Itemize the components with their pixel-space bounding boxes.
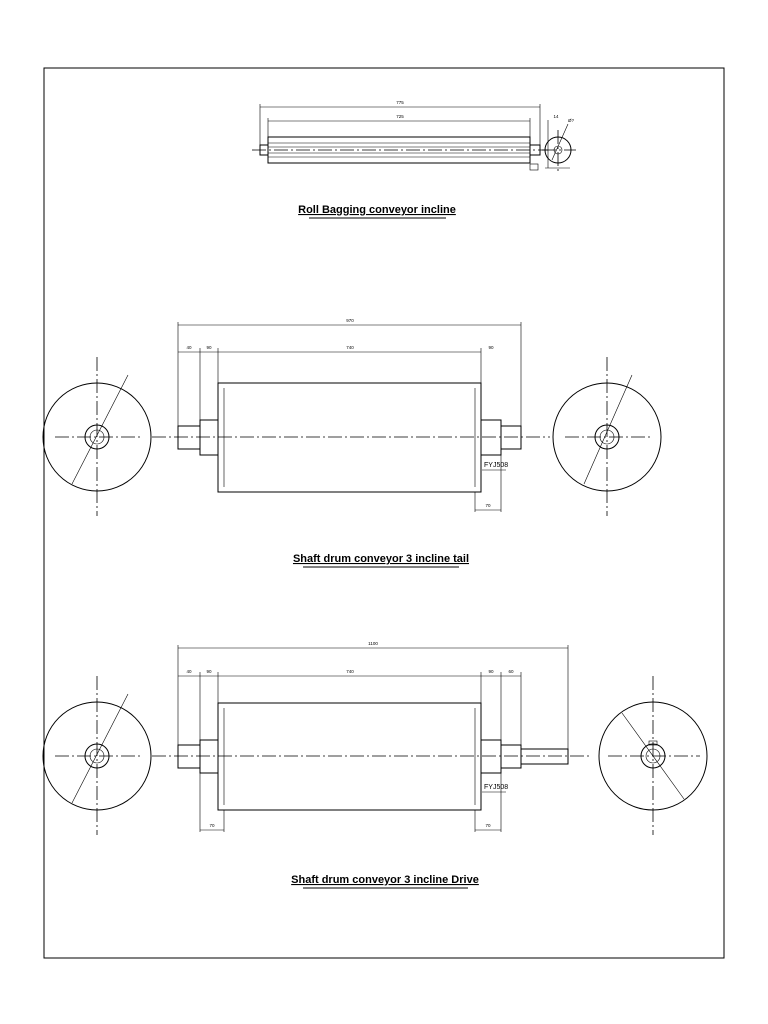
drive-dim-left-step: 90 bbox=[206, 669, 212, 674]
roll-title: Roll Bagging conveyor incline bbox=[298, 204, 456, 216]
tail-shaft-step-right bbox=[480, 419, 502, 456]
drive-dim-bottom-right: 70 bbox=[485, 823, 491, 828]
drive-dim-left-end: 40 bbox=[186, 669, 192, 674]
tail-dim-bottom: 70 bbox=[485, 503, 491, 508]
tail-dim-left-step: 90 bbox=[206, 345, 212, 350]
drive-dim-body: 740 bbox=[346, 669, 354, 674]
roll-dim-body: 725 bbox=[396, 114, 404, 119]
drive-bearing-label: FYJ508 bbox=[484, 784, 508, 791]
tail-dim-overall: 970 bbox=[346, 318, 354, 323]
roll-dim-overall: 775 bbox=[396, 100, 404, 105]
roll-dim-dia: Ø? bbox=[568, 118, 575, 123]
sheet-border bbox=[43, 67, 725, 959]
drive-dim-right-end: 60 bbox=[508, 669, 514, 674]
drive-shaft-end-left bbox=[177, 744, 201, 769]
tail-dim-right-step: 90 bbox=[488, 345, 494, 350]
tail-shaft-end-left bbox=[177, 425, 201, 450]
drive-shaft-extension bbox=[520, 748, 569, 765]
roll-dim-shaft: 14 bbox=[553, 114, 559, 119]
tail-title: Shaft drum conveyor 3 incline tail bbox=[293, 553, 469, 565]
drive-drum-body bbox=[217, 702, 482, 811]
tail-dim-body: 740 bbox=[346, 345, 354, 350]
drive-dim-bottom-left: 70 bbox=[209, 823, 215, 828]
roll-view: 775 725 14 Ø? bbox=[252, 100, 576, 172]
drive-shaft-step-left bbox=[199, 739, 219, 774]
drive-dim-right-step: 90 bbox=[488, 669, 494, 674]
tail-drum-body bbox=[217, 382, 482, 493]
drive-view: 1100 40 90 740 90 60 70 70 FYJ508 bbox=[42, 641, 708, 835]
tail-bearing-label: FYJ508 bbox=[484, 462, 508, 469]
drive-shaft-end-right bbox=[500, 744, 522, 769]
tail-view: 970 40 90 740 90 70 FYJ508 bbox=[42, 318, 662, 516]
drive-shaft-step-right bbox=[480, 739, 502, 774]
drive-dim-overall: 1100 bbox=[368, 641, 378, 646]
tail-dim-left-end: 40 bbox=[186, 345, 192, 350]
tail-shaft-end-right bbox=[500, 425, 522, 450]
tail-shaft-step-left bbox=[199, 419, 219, 456]
drive-title: Shaft drum conveyor 3 incline Drive bbox=[291, 874, 479, 886]
